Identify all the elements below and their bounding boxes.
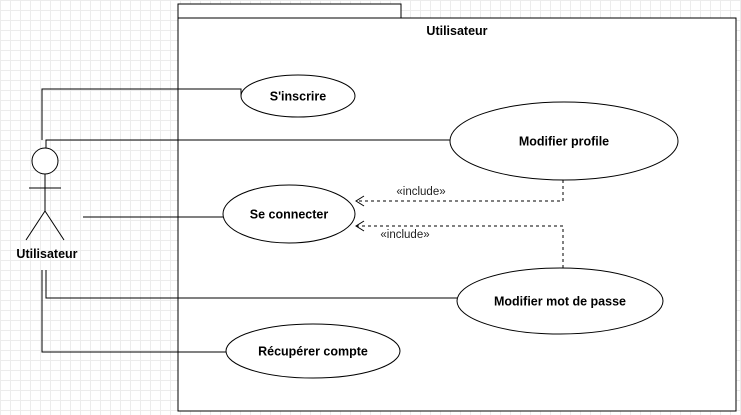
include-label-1: «include» xyxy=(396,186,445,198)
use-case-inscrire-shape[interactable] xyxy=(240,74,356,118)
use-case-recuperer[interactable]: Récupérer compte xyxy=(225,323,401,379)
association-inscrire xyxy=(41,88,242,140)
use-case-modifier-profile-label: Modifier profile xyxy=(519,135,609,149)
use-case-inscrire[interactable]: S'inscrire xyxy=(240,74,356,118)
actor-head xyxy=(31,147,59,175)
include-arrowheads xyxy=(355,195,365,232)
association-modifier-mdp xyxy=(45,270,458,299)
use-case-se-connecter[interactable]: Se connecter xyxy=(222,184,356,244)
use-case-modifier-profile-shape[interactable] xyxy=(449,101,679,181)
use-case-modifier-mdp[interactable]: Modifier mot de passe xyxy=(456,267,664,335)
system-boundary-tab xyxy=(177,3,402,19)
include-arrow-profile xyxy=(356,180,564,202)
include-label-2: «include» xyxy=(380,229,429,241)
actor-figure xyxy=(25,147,65,241)
arrowhead-1 xyxy=(355,195,365,207)
system-title: Utilisateur xyxy=(426,24,487,38)
include-relations xyxy=(356,180,564,268)
actor-label: Utilisateur xyxy=(16,247,77,261)
include-arrow-mdp xyxy=(356,225,564,268)
use-case-se-connecter-shape[interactable] xyxy=(222,184,356,244)
use-case-modifier-profile[interactable]: Modifier profile xyxy=(449,101,679,181)
use-case-se-connecter-label: Se connecter xyxy=(250,208,329,222)
actor-right-leg xyxy=(44,210,65,241)
association-recuperer xyxy=(41,270,227,353)
use-case-recuperer-shape[interactable] xyxy=(225,323,401,379)
actor-left-leg xyxy=(25,210,46,241)
use-case-recuperer-label: Récupérer compte xyxy=(258,345,368,359)
associations xyxy=(41,88,458,353)
use-case-modifier-mdp-label: Modifier mot de passe xyxy=(494,295,626,309)
arrowhead-2 xyxy=(355,220,365,232)
association-modifier-profile xyxy=(45,139,451,148)
use-case-inscrire-label: S'inscrire xyxy=(270,90,327,104)
use-case-modifier-mdp-shape[interactable] xyxy=(456,267,664,335)
